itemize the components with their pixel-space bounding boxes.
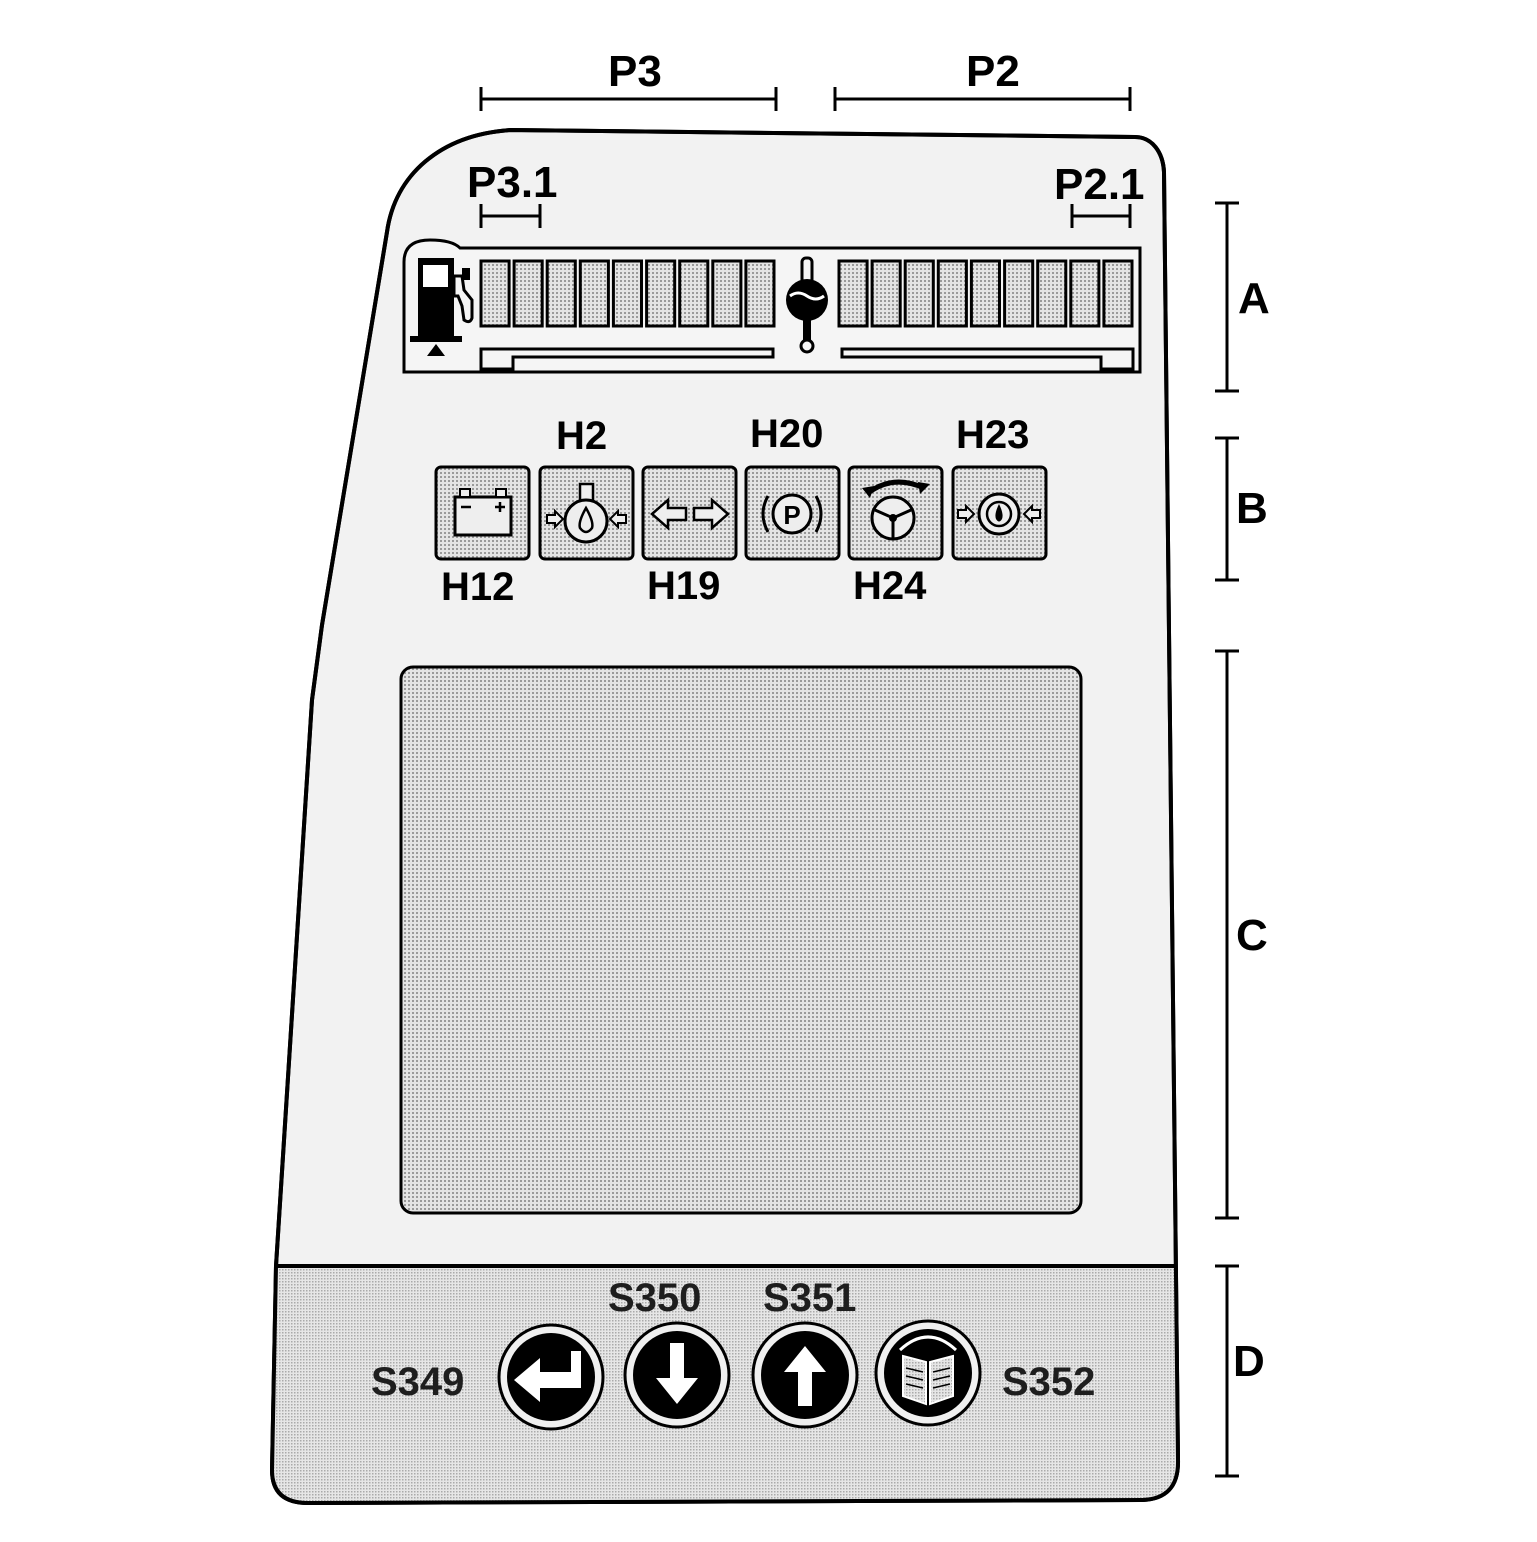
temperature-gauge-segments — [837, 259, 1134, 328]
fuel-segment-3 — [545, 259, 577, 328]
coolant-temperature-icon — [786, 256, 828, 354]
bracket-b — [1215, 436, 1239, 582]
fuel-gauge-segments — [479, 259, 776, 328]
fuel-segment-4 — [578, 259, 610, 328]
dimension-p3-1 — [479, 204, 542, 228]
button-s351[interactable] — [751, 1321, 859, 1429]
fuel-segment-8 — [711, 259, 743, 328]
bracket-c — [1215, 649, 1239, 1220]
manual-book-icon — [898, 1335, 958, 1406]
temperature-segment-2 — [870, 259, 902, 328]
indicator-h24 — [847, 465, 944, 561]
temperature-segment-1 — [837, 259, 869, 328]
dimension-p3 — [479, 87, 778, 111]
arrow-up-icon — [784, 1346, 826, 1406]
fuel-segment-5 — [611, 259, 644, 328]
bracket-a — [1215, 201, 1239, 393]
label-h2: H2 — [556, 414, 608, 458]
dimension-p2 — [833, 87, 1132, 111]
label-p2: P2 — [966, 47, 1020, 96]
button-s349[interactable] — [497, 1323, 605, 1431]
enter-return-icon — [514, 1351, 581, 1402]
label-s350: S350 — [608, 1276, 702, 1320]
label-section-b: B — [1236, 484, 1268, 533]
label-p2-1: P2.1 — [1054, 160, 1145, 209]
label-s351: S351 — [763, 1276, 857, 1320]
label-section-d: D — [1233, 1337, 1265, 1386]
button-s350[interactable] — [623, 1321, 731, 1429]
battery-icon — [453, 488, 513, 537]
turn-signal-icon — [650, 497, 730, 531]
label-section-a: A — [1238, 274, 1270, 323]
label-h23: H23 — [956, 413, 1030, 457]
steering-icon — [862, 479, 930, 541]
temperature-segment-4 — [936, 259, 968, 328]
brake-warning-icon — [957, 492, 1041, 536]
svg-text:P: P — [783, 500, 800, 530]
temperature-segment-8 — [1069, 259, 1101, 328]
bracket-d — [1215, 1264, 1239, 1478]
fuel-gauge-bar — [479, 347, 775, 371]
temperature-gauge-bar — [840, 347, 1135, 371]
arrow-down-icon — [656, 1343, 698, 1404]
temperature-segment-9 — [1102, 259, 1134, 328]
label-h12: H12 — [441, 565, 515, 609]
label-h20: H20 — [750, 412, 824, 456]
temperature-segment-3 — [903, 259, 935, 328]
temperature-segment-7 — [1036, 259, 1068, 328]
fuel-segment-1 — [479, 259, 511, 328]
button-s352[interactable] — [874, 1319, 982, 1427]
temperature-segment-5 — [969, 259, 1002, 328]
indicator-h2 — [538, 465, 635, 561]
fuel-segment-2 — [512, 259, 544, 328]
indicator-h12 — [434, 465, 531, 561]
label-p3: P3 — [608, 47, 662, 96]
parking-brake-icon: P — [761, 493, 823, 535]
label-h19: H19 — [647, 564, 721, 608]
indicator-h23 — [951, 465, 1048, 561]
label-s352: S352 — [1002, 1360, 1096, 1404]
label-section-c: C — [1236, 911, 1268, 960]
label-s349: S349 — [371, 1360, 465, 1404]
label-h24: H24 — [853, 564, 927, 608]
display-screen — [399, 665, 1083, 1215]
dimension-p2-1 — [1070, 204, 1132, 228]
engine-oil-pressure-icon — [546, 482, 627, 544]
indicator-lamps: P — [434, 465, 1048, 561]
indicator-h20: P — [744, 465, 841, 561]
fuel-segment-9 — [744, 259, 776, 328]
indicator-h19 — [641, 465, 738, 561]
fuel-segment-6 — [645, 259, 677, 328]
label-p3-1: P3.1 — [467, 158, 558, 207]
fuel-segment-7 — [678, 259, 710, 328]
fuel-pump-icon — [410, 258, 474, 356]
temperature-segment-6 — [1003, 259, 1035, 328]
